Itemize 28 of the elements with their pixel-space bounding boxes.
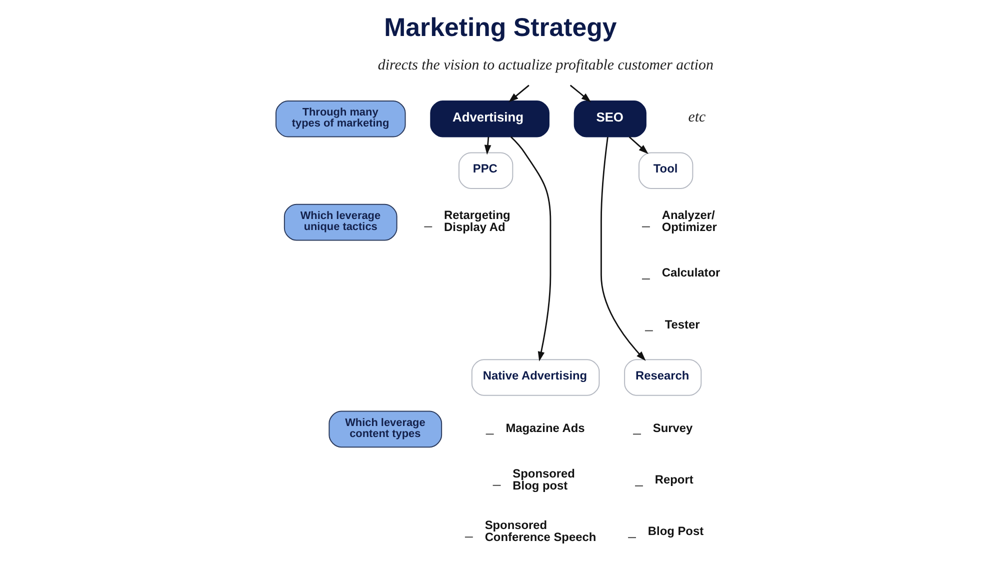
arrow	[628, 136, 648, 154]
node-box: Which leverage unique tactics	[283, 204, 397, 241]
arrow	[569, 84, 591, 102]
label: Magazine Ads	[505, 420, 584, 435]
diagram-title: Marketing Strategy	[384, 14, 616, 42]
label: Analyzer/ Optimizer	[661, 208, 716, 234]
arrow	[484, 136, 491, 155]
label: Survey	[652, 420, 692, 435]
label: Sponsored Blog post	[512, 466, 574, 492]
label: etc	[688, 109, 706, 126]
arrow	[510, 136, 551, 362]
label: Retargeting Display Ad	[444, 208, 510, 234]
node-box: Research	[624, 359, 702, 396]
label: Blog Post	[647, 524, 704, 538]
label: Report	[654, 472, 693, 486]
label: Tester	[664, 317, 700, 332]
node-box: PPC	[458, 152, 513, 189]
arrow	[600, 136, 646, 361]
arrow	[508, 84, 529, 102]
node-text: directs the vision to actualize profitable customer action	[377, 58, 713, 74]
node-box: Through many types of marketing	[274, 100, 406, 138]
label: Calculator	[661, 266, 720, 280]
node-box: SEO	[573, 100, 646, 138]
node-box: Native Advertising	[470, 359, 600, 396]
label: Sponsored Conference Speech	[484, 518, 596, 544]
node-box: Advertising	[430, 100, 549, 138]
node-box: Which leverage content types	[328, 410, 442, 448]
node-box: Tool	[638, 152, 693, 189]
